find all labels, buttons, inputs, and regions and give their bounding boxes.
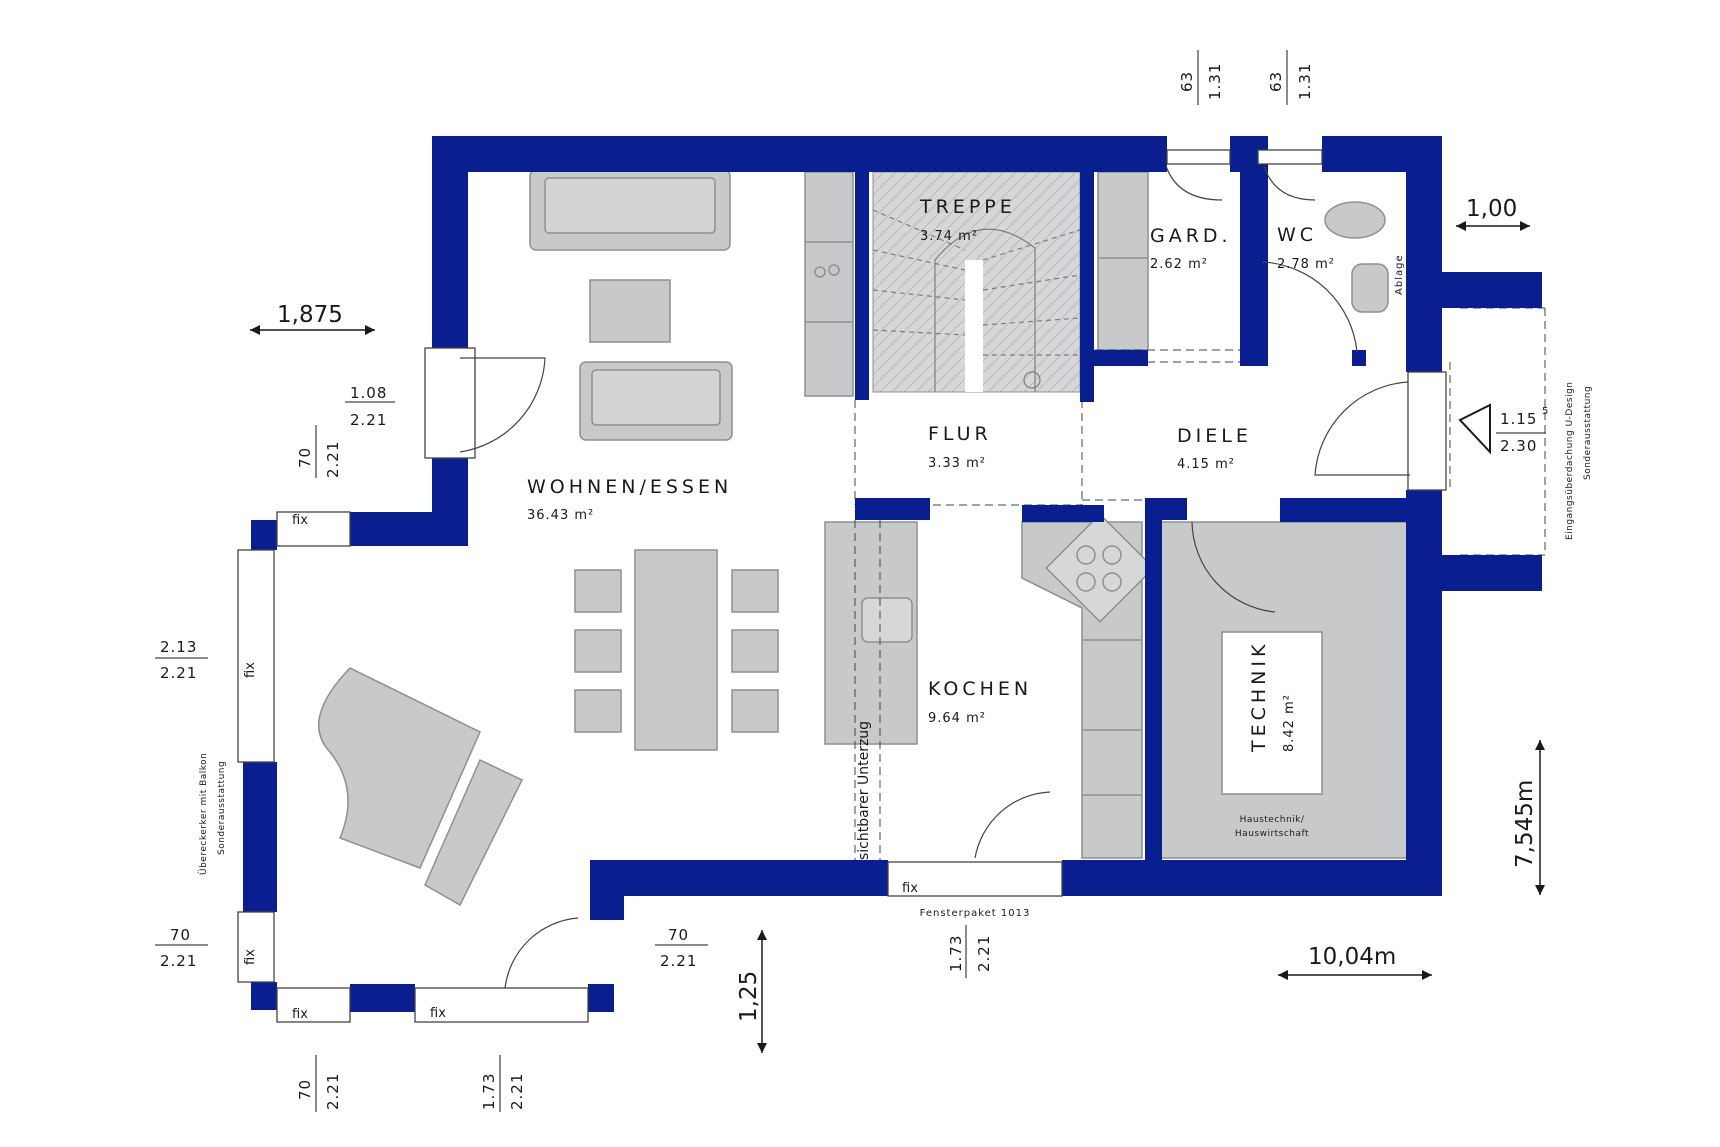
eingang-note-1: Eingangsüberdachung U-Design [1565,382,1575,541]
dim-entr-bot: 2.30 [1500,437,1537,455]
dim-w1-top: 63 [1178,71,1196,92]
plan-notes: fix fix fix fix fix fix Fensterpaket 101… [198,254,1593,1022]
room-area-wc: 2.78 m² [1277,257,1335,272]
chair [731,569,779,613]
window [887,861,1063,897]
dim-173b-bot: 2.21 [508,1073,526,1110]
dimension-lines [155,50,1546,1112]
room-name-wc: WC [1277,224,1317,246]
room-name-diele: DIELE [1177,425,1252,447]
dim-70a-bot: 2.21 [324,441,342,478]
wash-basin [1351,263,1389,313]
room-labels: WOHNEN/ESSEN 36.43 m² TREPPE 3.74 m² GAR… [527,196,1335,839]
dim-door-top: 1.08 [350,384,387,402]
dim-70d-top: 70 [296,1079,314,1100]
dim-1875: 1,875 [277,302,343,328]
dim-70d-bot: 2.21 [324,1073,342,1110]
door-swings [459,165,1410,989]
fix-label: fix [292,1007,308,1022]
dim-70b-top: 70 [170,926,191,944]
dim-70c-bot: 2.21 [660,952,697,970]
dim-70a-top: 70 [296,447,314,468]
dim-door-bot: 2.21 [350,411,387,429]
window [276,511,351,547]
room-name-wohnen: WOHNEN/ESSEN [527,476,732,498]
window [1166,149,1231,165]
fix-label: fix [902,881,918,896]
unterzug-label: sichtbarer Unterzug [856,721,872,860]
room-area-gard: 2.62 m² [1150,257,1208,272]
erker-note-2: Sonderausstattung [217,761,227,855]
room-name-technik: TECHNIK [1248,641,1270,753]
dim-w2-top: 63 [1267,71,1285,92]
chair [574,629,622,673]
chair [731,629,779,673]
chair [574,689,622,733]
walls [243,136,1542,1012]
dim-w1-bot: 1.31 [1206,63,1224,100]
wardrobe [1097,171,1149,351]
cabinet-row [804,171,854,397]
room-name-treppe: TREPPE [919,196,1016,218]
room-name-gard: GARD. [1150,225,1232,247]
coffee-table [589,279,671,343]
chair [574,569,622,613]
technik-sub-1: Haustechnik/ [1240,815,1305,825]
dim-173a-bot: 2.21 [975,935,993,972]
room-area-diele: 4.15 m² [1177,457,1235,472]
cooktop [1045,513,1155,623]
erker-note-1: Überecker­ker mit Balkon [198,753,209,875]
dim-w2-bot: 1.31 [1296,63,1314,100]
dim-173a-top: 1.73 [947,935,965,972]
fix-label: fix [430,1006,446,1021]
dim-213-bot: 2.21 [160,664,197,682]
room-name-flur: FLUR [928,423,992,445]
entrance-door [1407,371,1447,491]
dim-70b-bot: 2.21 [160,952,197,970]
dim-7545: 7,545m [1512,780,1538,868]
grand-piano [318,667,481,869]
staircase [872,171,1081,393]
dim-entr-top: 1.15 [1500,410,1537,428]
room-name-kochen: KOCHEN [928,678,1032,700]
door-frame [424,347,476,459]
dim-173b-top: 1.73 [480,1073,498,1110]
room-area-kochen: 9.64 m² [928,711,986,726]
fix-label: fix [243,949,258,965]
fensterpaket-label: Fensterpaket 1013 [920,908,1031,919]
room-area-wohnen: 36.43 m² [527,508,594,523]
room-area-flur: 3.33 m² [928,456,986,471]
chair [731,689,779,733]
room-area-technik: 8.42 m² [1282,694,1297,752]
fix-label: fix [243,662,258,678]
window [237,911,275,983]
ablage-label: Ablage [1394,254,1405,295]
dim-entr-sup: 5 [1542,406,1549,417]
dim-125: 1,25 [736,971,762,1022]
dining-table [634,549,718,751]
piano-bench [424,758,524,907]
room-area-treppe: 3.74 m² [920,229,978,244]
technik-units [1159,521,1411,859]
window [237,549,275,763]
dim-100: 1,00 [1466,196,1517,222]
window [1257,149,1323,165]
dim-213-top: 2.13 [160,638,197,656]
fix-label: fix [292,513,308,528]
dim-1004: 10,04m [1308,944,1396,970]
openings [237,149,1447,1023]
toilet [1324,201,1386,239]
window [276,987,351,1023]
dim-70c-top: 70 [668,926,689,944]
furniture [318,169,1411,907]
technik-sub-2: Hauswirtschaft [1235,829,1309,839]
dimension-texts: 1,875 1,00 7,545m 10,04m 1,25 63 1.31 63… [160,63,1549,1110]
window [414,987,589,1023]
eingang-note-2: Sonderausstattung [1583,386,1593,480]
